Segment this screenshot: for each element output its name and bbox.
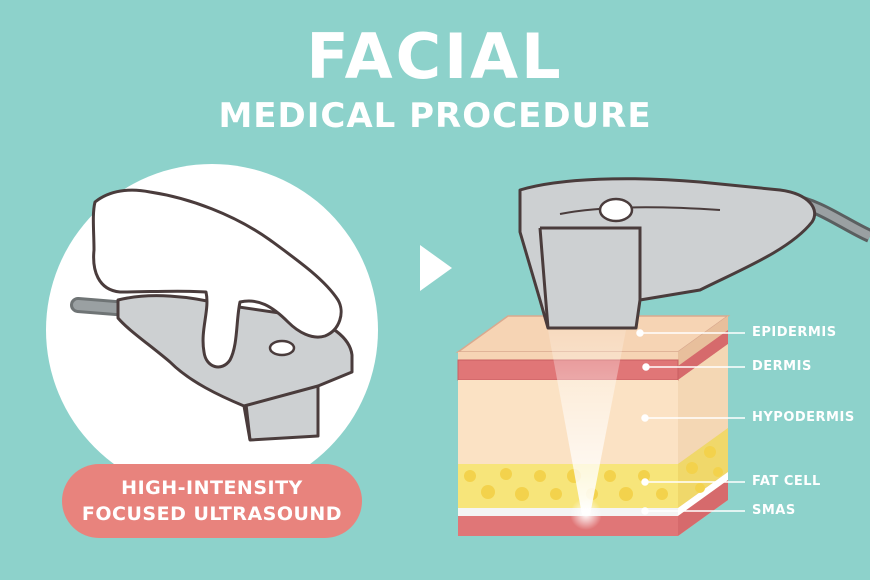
label-dermis: DERMIS (752, 359, 812, 374)
badge-line-2: FOCUSED ULTRASOUND (81, 503, 343, 525)
arrow-right-icon (420, 245, 452, 291)
page-subtitle: MEDICAL PROCEDURE (218, 96, 652, 136)
ultrasound-device-icon (518, 177, 870, 330)
label-smas: SMAS (752, 503, 796, 518)
label-fat-cell: FAT CELL (752, 474, 821, 489)
skin-layers-block (455, 315, 731, 536)
page-title: FACIAL (306, 20, 564, 93)
label-hypodermis: HYPODERMIS (752, 410, 855, 425)
procedure-badge: HIGH-INTENSITY FOCUSED ULTRASOUND (62, 464, 362, 538)
layer-leader-lines (636, 329, 745, 515)
hand-holding-device-icon (46, 164, 378, 496)
badge-line-1: HIGH-INTENSITY (121, 477, 303, 499)
label-epidermis: EPIDERMIS (752, 325, 837, 340)
